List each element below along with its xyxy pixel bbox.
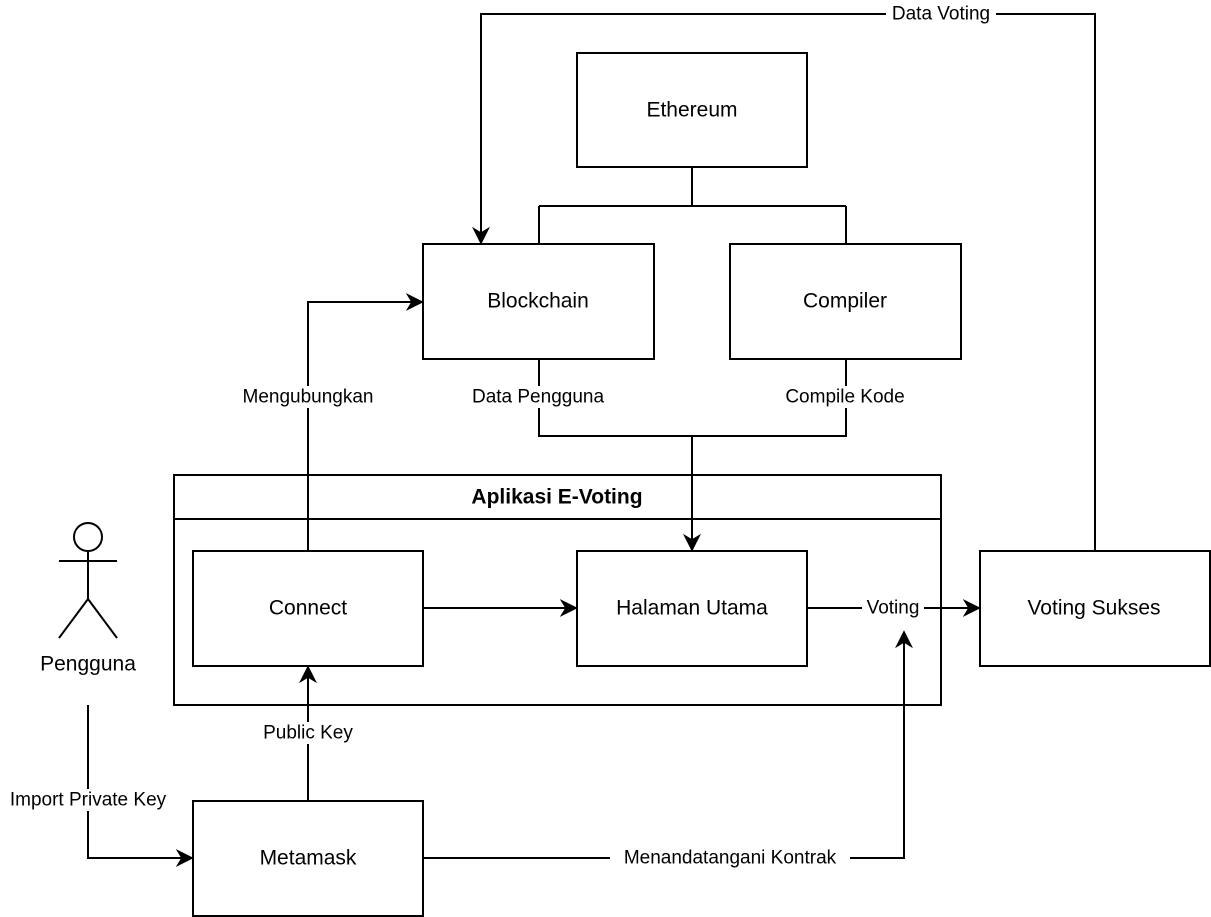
edge-label-public-key: Public Key <box>263 723 353 744</box>
edge-label-menandatangani-kontrak-group: Menandatangani Kontrak <box>610 847 850 869</box>
edge-data-pengguna <box>538 359 692 437</box>
actor-label: Pengguna <box>40 653 136 676</box>
edge-label-menandatangani-kontrak: Menandatangani Kontrak <box>624 848 837 869</box>
node-connect: Connect <box>192 550 424 667</box>
node-halaman-utama: Halaman Utama <box>576 550 808 667</box>
node-connect-label: Connect <box>269 597 347 620</box>
node-compiler-label: Compiler <box>803 290 887 313</box>
edge-label-mengubungkan-group: Mengubungkan <box>233 386 383 408</box>
node-ethereum-label: Ethereum <box>646 99 737 122</box>
edge-data-voting <box>472 13 1096 551</box>
node-metamask: Metamask <box>192 800 424 917</box>
node-halaman-utama-label: Halaman Utama <box>616 597 768 620</box>
node-blockchain-label: Blockchain <box>487 290 589 313</box>
edge-menandatangani-kontrak <box>423 630 913 859</box>
node-blockchain: Blockchain <box>422 243 655 360</box>
edge-label-public-key-group: Public Key <box>255 722 361 744</box>
edge-label-compile-kode: Compile Kode <box>785 387 904 408</box>
edge-label-import-private-key: Import Private Key <box>10 790 167 811</box>
edge-label-data-pengguna-group: Data Pengguna <box>463 386 614 408</box>
edge-label-voting-group: Voting <box>862 597 924 619</box>
edge-label-import-private-key-group: Import Private Key <box>0 789 176 811</box>
node-voting-sukses-label: Voting Sukses <box>1027 597 1160 620</box>
node-metamask-label: Metamask <box>260 847 357 870</box>
node-voting-sukses: Voting Sukses <box>979 550 1211 667</box>
edge-label-mengubungkan: Mengubungkan <box>243 387 374 408</box>
edge-mengubungkan <box>307 293 424 551</box>
group-title: Aplikasi E-Voting <box>471 486 642 509</box>
edge-label-data-pengguna: Data Pengguna <box>472 387 604 408</box>
edge-ethereum-split <box>538 167 847 244</box>
edge-label-data-voting-group: Data Voting <box>886 3 996 25</box>
edge-compile-kode <box>692 359 847 437</box>
person-icon <box>58 522 118 639</box>
node-ethereum: Ethereum <box>576 52 808 168</box>
edge-label-data-voting: Data Voting <box>892 4 990 25</box>
edge-import-private-key <box>87 705 194 867</box>
edge-label-voting: Voting <box>867 598 920 619</box>
node-compiler: Compiler <box>729 243 962 360</box>
edge-label-compile-kode-group: Compile Kode <box>777 386 914 408</box>
